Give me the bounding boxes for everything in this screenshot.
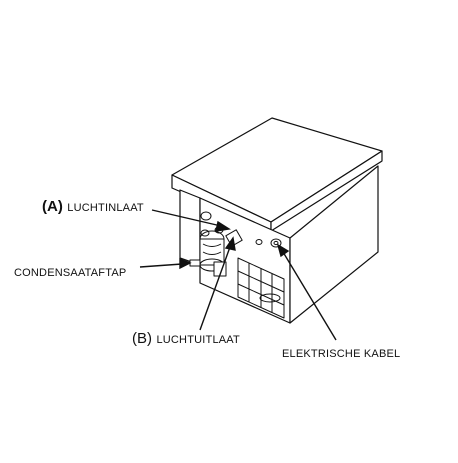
- label-electric-cable-text: ELEKTRISCHE KABEL: [282, 348, 401, 360]
- arrowhead-electric-cable: [276, 243, 290, 258]
- leader-line-electric-cable: [282, 251, 337, 341]
- label-air-outlet-text: LUCHTUITLAAT: [156, 334, 240, 346]
- label-air-inlet-text: LUCHTINLAAT: [67, 202, 144, 214]
- leader-line-air-outlet: [199, 246, 231, 331]
- label-condensate-drain-text: CONDENSAATAFTAP: [14, 267, 127, 279]
- leader-line-air-inlet: [151, 209, 222, 227]
- arrowhead-air-outlet: [224, 236, 236, 251]
- arrowhead-air-inlet: [215, 220, 231, 232]
- arrowhead-condensate: [179, 257, 192, 270]
- leader-line-condensate: [139, 263, 183, 268]
- cabinet-left-panel: [179, 189, 201, 266]
- fan-detail: [259, 293, 281, 303]
- label-air-inlet-letter: (A): [42, 198, 63, 215]
- label-condensate-drain: CONDENSAATAFTAP: [14, 264, 126, 280]
- label-electric-cable: ELEKTRISCHE KABEL: [282, 345, 400, 361]
- label-air-inlet: (A) LUCHTINLAAT: [42, 199, 144, 215]
- label-air-outlet: (B) LUCHTUITLAAT: [132, 331, 240, 347]
- cabinet-top-side-edge: [270, 150, 383, 232]
- cabinet-right-face: [289, 165, 379, 324]
- cable-grommet: [255, 238, 282, 248]
- label-air-outlet-letter: (B): [132, 330, 152, 347]
